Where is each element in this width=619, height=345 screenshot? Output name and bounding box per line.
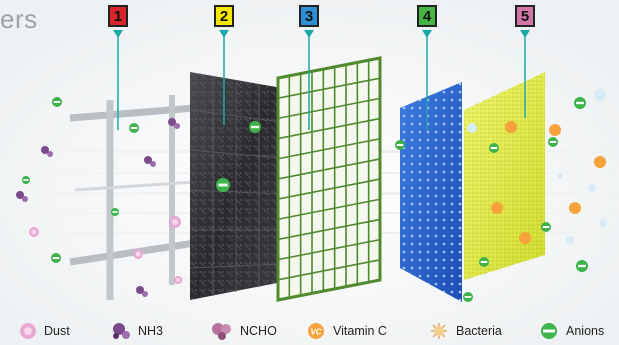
legend-item-dust: Dust	[18, 320, 70, 342]
legend-item-ncho: NCHO	[210, 320, 277, 342]
filter-tag-3: 3	[299, 5, 319, 27]
nh3-icon	[168, 118, 180, 129]
vitamin-c-icon	[549, 124, 561, 136]
dust-icon	[20, 323, 36, 339]
nh3-icon	[113, 323, 130, 339]
legend-item-anions: Anions	[538, 320, 604, 342]
svg-text:VC: VC	[310, 328, 321, 337]
anion-icon	[129, 123, 139, 133]
filter-tag-2: 2	[214, 5, 234, 27]
vitamin-c-icon	[491, 202, 503, 214]
page-title: ers	[0, 4, 38, 34]
nh3-icon	[144, 156, 156, 167]
nh3-icon	[136, 286, 148, 297]
air-bubble	[594, 89, 606, 101]
anion-icon	[463, 292, 473, 302]
anion-icon	[22, 176, 30, 184]
legend-label: Bacteria	[456, 324, 502, 338]
legend: Dust NH3 NCHO VC Vitamin C Bacteria Anio…	[0, 316, 619, 345]
particles	[16, 89, 607, 302]
legend-label: NH3	[138, 324, 164, 338]
filter-tag-4: 4	[417, 5, 437, 27]
anion-icon	[216, 178, 230, 192]
anion-icon	[576, 260, 588, 272]
anion-icon	[548, 137, 558, 147]
nh3-icon	[41, 146, 53, 157]
anion-icon	[51, 253, 61, 263]
mesh-filter	[276, 56, 382, 302]
legend-label: Anions	[566, 324, 605, 338]
vitamin-c-icon: VC	[308, 323, 324, 339]
ncho-icon	[212, 323, 231, 340]
dust-icon	[174, 276, 182, 284]
air-bubble	[588, 184, 596, 192]
dust-icon	[133, 249, 143, 259]
legend-label: Dust	[44, 324, 70, 338]
anion-icon	[574, 97, 586, 109]
air-bubble	[467, 123, 477, 133]
filter-tag-5: 5	[515, 5, 535, 27]
anion-icon	[541, 323, 557, 339]
dust-icon	[169, 216, 181, 228]
anion-icon	[489, 143, 499, 153]
air-bubble	[566, 236, 574, 244]
pre-filter	[69, 95, 196, 300]
vitamin-c-icon	[569, 202, 581, 214]
vitamin-c-icon	[594, 156, 606, 168]
hepa-filter	[400, 82, 462, 302]
vitamin-c-filter	[464, 72, 545, 280]
air-bubble	[557, 173, 563, 179]
anion-icon	[479, 257, 489, 267]
air-bubble	[599, 219, 607, 227]
legend-label: Vitamin C	[333, 324, 387, 338]
tag-pointers	[113, 30, 530, 130]
anion-icon	[541, 222, 551, 232]
vitamin-c-icon	[519, 232, 531, 244]
anion-icon	[52, 97, 62, 107]
vitamin-c-icon	[505, 121, 517, 133]
carbon-filter	[189, 72, 283, 300]
anion-icon	[395, 140, 405, 150]
legend-label: NCHO	[240, 324, 277, 338]
legend-item-bacteria: Bacteria	[428, 320, 502, 342]
legend-item-vitamin-c: VC Vitamin C	[305, 320, 387, 342]
filter-tag-1: 1	[108, 5, 128, 27]
anion-icon	[249, 121, 261, 133]
bacteria-icon	[431, 323, 447, 339]
nh3-icon	[16, 191, 28, 202]
legend-item-nh3: NH3	[110, 320, 163, 342]
dust-icon	[29, 227, 39, 237]
anion-icon	[111, 208, 119, 216]
